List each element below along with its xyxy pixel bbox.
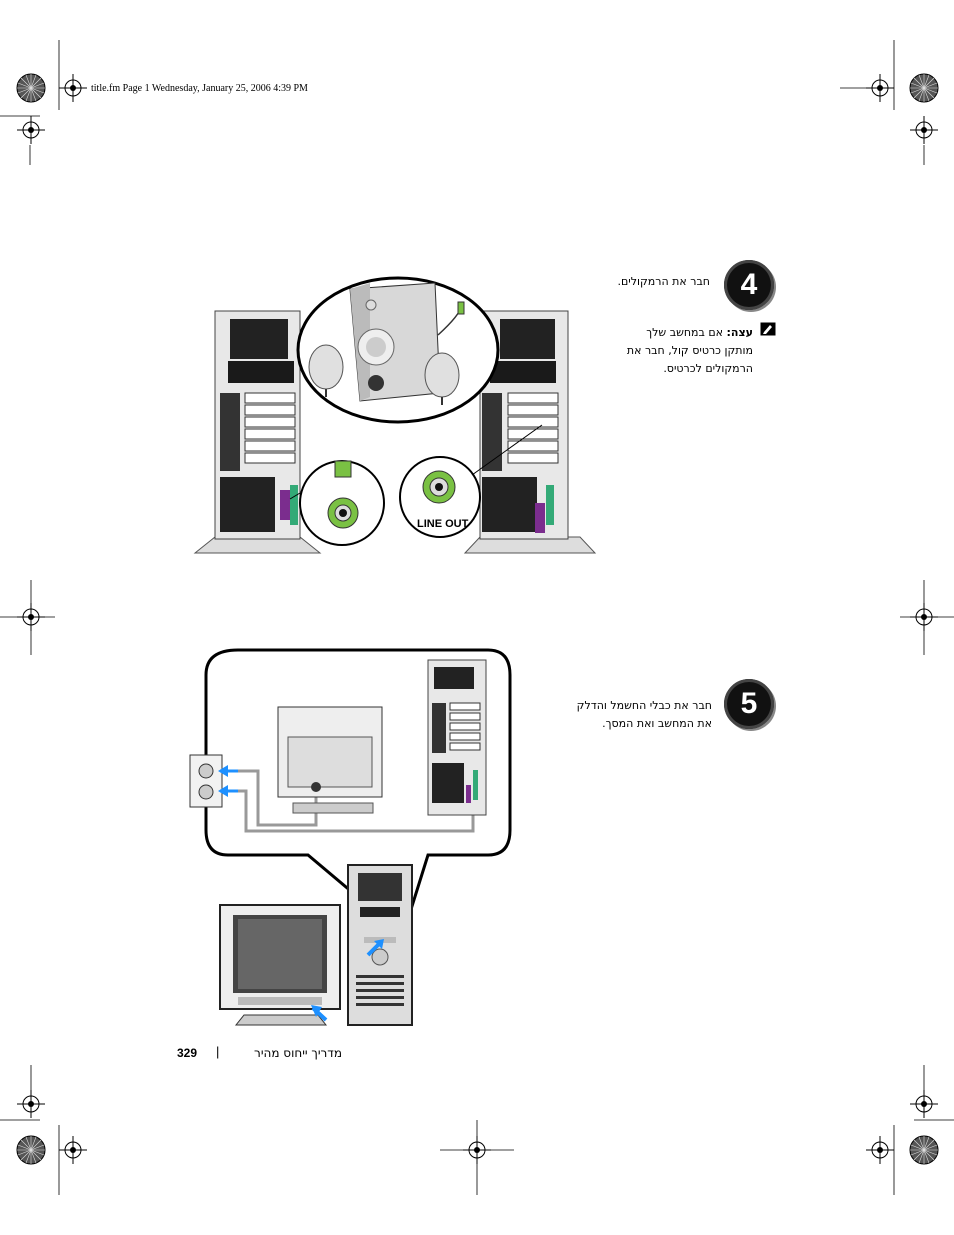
starburst-mark	[909, 73, 939, 103]
wall-outlet	[189, 754, 223, 808]
step-4-badge: 4	[724, 260, 774, 310]
computer-rear-left	[193, 310, 322, 554]
starburst-mark	[16, 1135, 46, 1165]
monitor-rear	[277, 706, 383, 814]
starburst-mark	[16, 73, 46, 103]
crosshair-mark	[865, 1135, 895, 1165]
crosshair-mark	[909, 1089, 939, 1119]
audio-jack-callout-small	[289, 460, 385, 546]
page-number: 329	[177, 1046, 198, 1060]
computer-rear-small	[427, 659, 487, 816]
starburst-mark	[909, 1135, 939, 1165]
crosshair-mark	[58, 1135, 88, 1165]
power-connection-illustration	[189, 648, 512, 1026]
monitor-front	[219, 904, 341, 1026]
crosshair-mark	[865, 73, 895, 103]
speaker-connection-illustration: LINE OUT	[193, 276, 597, 554]
crosshair-mark	[909, 115, 939, 145]
note-text: אם במחשב שלך מותקן כרטיס קול, חבר את הרמ…	[626, 326, 753, 375]
step-5-badge: 5	[724, 679, 774, 729]
line-out-jack-callout: LINE OUT	[399, 424, 543, 538]
step-4-instruction: חבר את הרמקולים.	[617, 275, 710, 288]
crosshair-mark	[16, 115, 46, 145]
step-5-instruction: חבר את כבלי החשמל והדלק את המחשב ואת המס…	[576, 699, 712, 730]
line-out-label: LINE OUT	[417, 518, 469, 530]
speakers-callout	[296, 276, 500, 424]
plug-arrow-icon	[218, 765, 238, 797]
footer-separator: |	[216, 1044, 220, 1059]
crosshair-mark	[16, 1089, 46, 1119]
computer-tower-front	[347, 864, 413, 1026]
step-4-note: עצה: אם במחשב שלך מותקן כרטיס קול, חבר א…	[625, 324, 753, 378]
note-pencil-icon	[760, 322, 776, 336]
footer-document-title: מדריך ייחוס מהיר	[254, 1046, 342, 1060]
crosshair-mark	[58, 73, 88, 103]
header-file-info: title.fm Page 1 Wednesday, January 25, 2…	[91, 83, 308, 94]
note-label: עצה:	[726, 326, 753, 339]
